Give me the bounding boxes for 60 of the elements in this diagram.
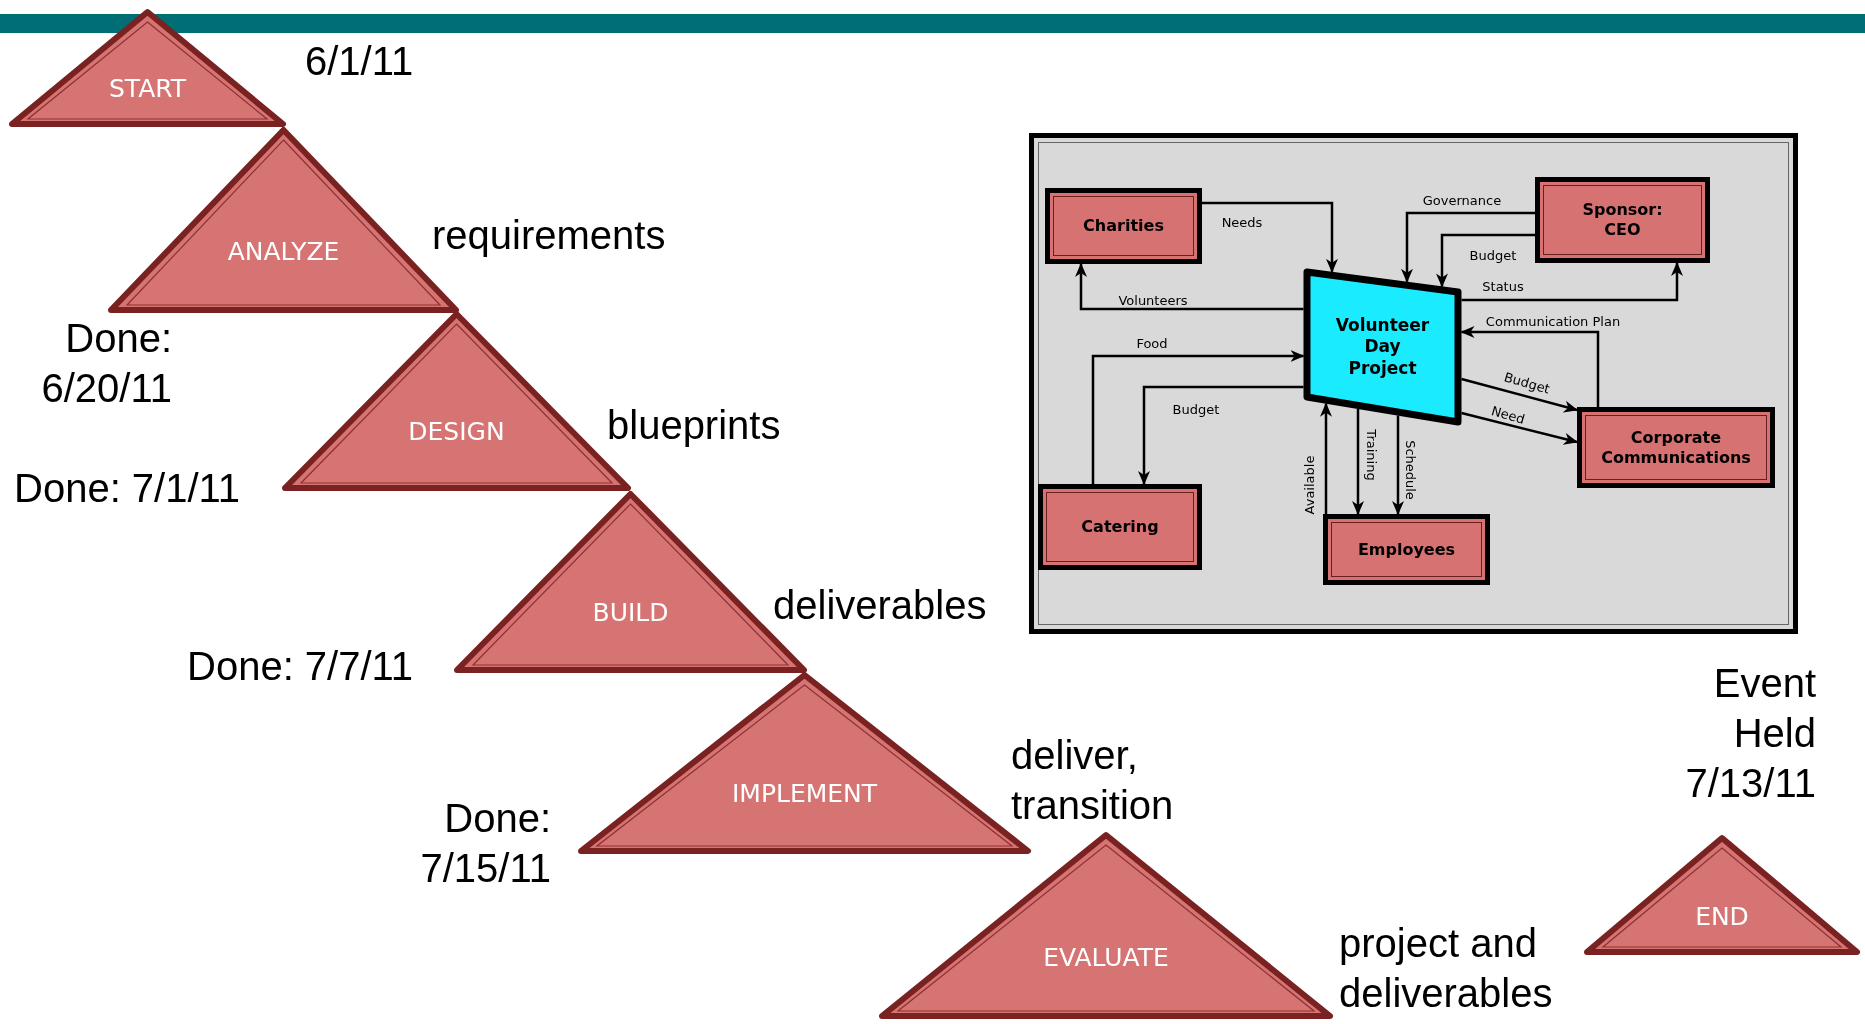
diagram-panel xyxy=(1029,133,1798,634)
edge-label: Schedule xyxy=(1403,439,1417,501)
arrow xyxy=(1392,415,1404,515)
arrow xyxy=(1138,385,1304,485)
edge-label: Food xyxy=(1135,336,1169,350)
arrow xyxy=(1202,201,1338,273)
edge-label: Status xyxy=(1481,279,1525,293)
milestone-note: blueprints xyxy=(607,402,781,449)
edge-label: Communication Plan xyxy=(1484,314,1622,328)
entity-label: Employees xyxy=(1357,539,1456,560)
entity-label: Charities xyxy=(1083,216,1164,236)
milestone-note: project and deliverables xyxy=(1339,920,1554,1017)
edge-label: Volunteers xyxy=(1117,293,1189,307)
entity-label: Catering xyxy=(1081,517,1159,537)
arrow xyxy=(1460,326,1600,407)
phase-label: BUILD xyxy=(592,597,669,630)
edge-label: Available xyxy=(1302,454,1316,516)
phase-triangle xyxy=(1583,834,1861,956)
milestone-note: requirements xyxy=(432,212,666,259)
milestone-note: Done: 7/15/11 xyxy=(419,795,551,892)
phase-label: START xyxy=(108,73,187,106)
entity-box xyxy=(1577,407,1775,488)
edge-label: Budget xyxy=(1468,248,1518,262)
phase-triangle xyxy=(8,8,287,128)
arrow xyxy=(1461,262,1683,302)
milestone-note: deliver, transition xyxy=(1011,732,1175,829)
milestone-note: deliverables xyxy=(773,582,987,629)
edge-label: Budget xyxy=(1171,402,1221,416)
edge-label: Training xyxy=(1364,428,1378,482)
phase-label: IMPLEMENT xyxy=(731,778,878,811)
milestone-note: Done: 7/7/11 xyxy=(187,643,414,690)
milestone-note: Event Held 7/13/11 xyxy=(1684,660,1816,807)
entity-box xyxy=(1045,188,1202,264)
phase-label: DESIGN xyxy=(408,416,505,449)
milestone-note: Done: 7/1/11 xyxy=(14,465,241,512)
arrow xyxy=(1320,402,1332,514)
arrow xyxy=(1401,211,1535,283)
phase-triangle xyxy=(878,831,1334,1020)
phase-label: ANALYZE xyxy=(227,236,340,269)
edge-label: Governance xyxy=(1421,193,1503,207)
arrow xyxy=(1352,408,1364,515)
phase-label: EVALUATE xyxy=(1043,941,1169,974)
arrow xyxy=(1461,411,1578,445)
entity-label: Sponsor: CEO xyxy=(1581,200,1664,240)
phase-label: END xyxy=(1695,900,1749,933)
arrow xyxy=(1436,233,1535,288)
process-label: Volunteer Day Project xyxy=(1334,315,1431,379)
entity-box xyxy=(1535,177,1710,263)
arrow xyxy=(1461,377,1578,413)
edge-label: Need xyxy=(1488,403,1528,427)
entity-label: Corporate Communications xyxy=(1600,427,1752,468)
milestone-note: Done: 6/20/11 xyxy=(40,315,172,412)
entity-box xyxy=(1323,514,1490,585)
milestone-note: 6/1/11 xyxy=(305,38,414,85)
arrow xyxy=(1091,350,1305,484)
edge-label: Budget xyxy=(1501,370,1553,396)
process-shape xyxy=(1302,267,1463,427)
arrow xyxy=(1075,263,1304,311)
entity-box xyxy=(1038,484,1202,570)
edge-label: Needs xyxy=(1220,215,1264,229)
